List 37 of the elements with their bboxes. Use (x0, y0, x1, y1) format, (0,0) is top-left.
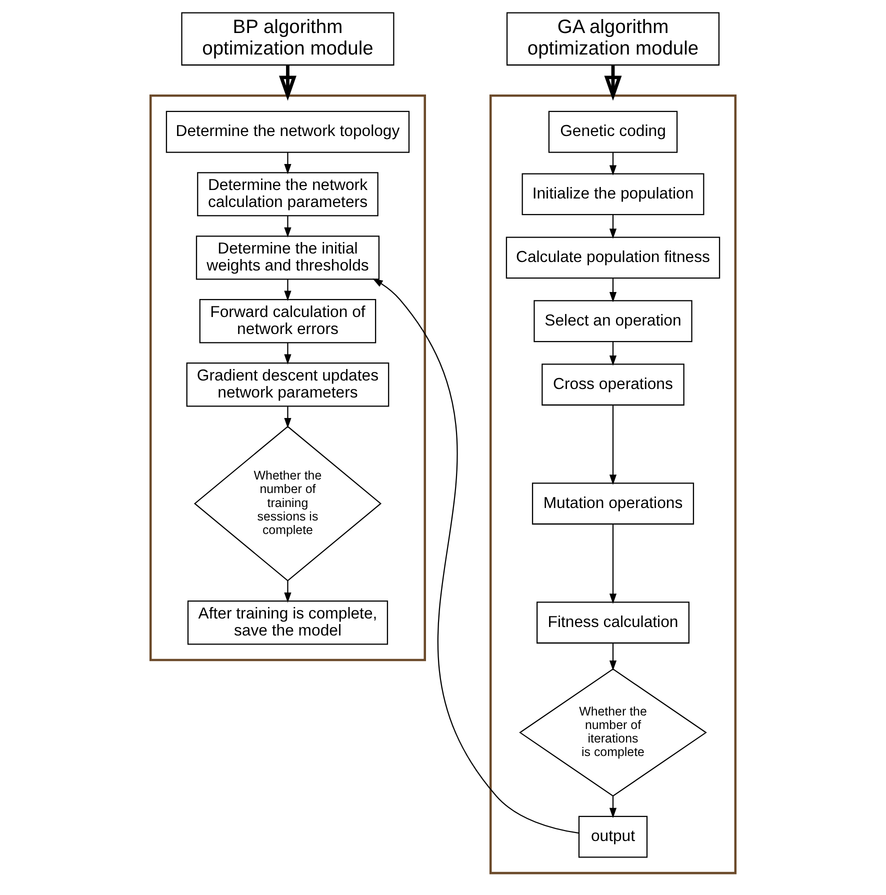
node-box: After training is complete, save the model (187, 600, 388, 645)
node-box: Mutation operations (532, 482, 694, 525)
arrow (609, 152, 617, 176)
arrow (284, 216, 292, 238)
arrow (609, 278, 617, 302)
node-box: Determine the initial weights and thresholds (196, 236, 380, 280)
node-box: BP algorithm optimization module (181, 12, 394, 66)
arrow (372, 278, 579, 834)
node-box: Determine the network calculation parameters (197, 172, 378, 216)
node-box: output (578, 816, 648, 858)
arrow (284, 580, 292, 603)
arrow (609, 214, 617, 239)
arrow (284, 342, 292, 364)
node-diamond: Whether the number of training sessions is complete (194, 426, 382, 582)
cluster (489, 94, 737, 874)
arrow (278, 65, 296, 101)
arrow (609, 405, 617, 485)
node-box: Initialize the population (522, 173, 704, 216)
node-box: Fitness calculation (536, 602, 690, 644)
arrow (284, 406, 292, 428)
node-box: Cross operations (542, 364, 684, 406)
node-box: Select an operation (534, 300, 692, 342)
arrow (609, 342, 617, 366)
node-box: Determine the network topology (166, 110, 410, 153)
node-box: Gradient descent updates network parameters (186, 362, 390, 407)
arrow (284, 280, 292, 302)
node-box: Forward calculation of network errors (199, 299, 376, 344)
arrow (609, 643, 617, 671)
arrow (604, 65, 622, 101)
node-diamond: Whether the number of iterations is complete (519, 668, 707, 797)
node-box: Genetic coding (548, 110, 678, 153)
arrow (609, 524, 617, 604)
arrow (609, 796, 617, 818)
arrow (284, 152, 292, 174)
cluster (149, 94, 426, 662)
node-box: Calculate population fitness (506, 236, 720, 279)
node-box: GA algorithm optimization module (506, 12, 720, 66)
